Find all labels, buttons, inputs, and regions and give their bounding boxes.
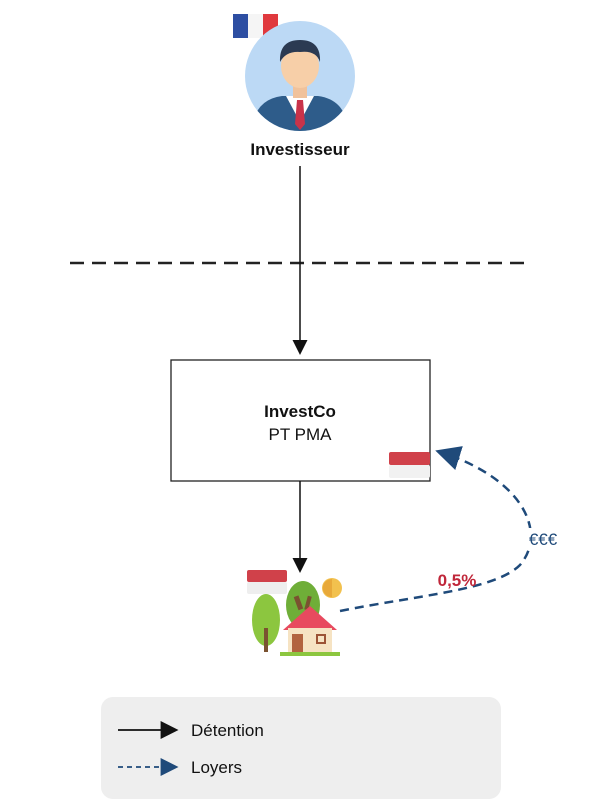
legend-detention-label: Détention [191,721,264,740]
house-with-trees-icon [252,578,342,656]
france-flag-icon [233,14,278,38]
currency-flow-label: €€€ [529,530,558,549]
investor-avatar-icon [245,21,355,131]
currency-label-bg [520,528,566,550]
loyers-flow-arrow [339,446,532,613]
indonesia-flag-icon [389,452,430,478]
investco-type: PT PMA [269,425,333,444]
investco-box [170,359,431,482]
indonesia-flag-property-icon [247,570,287,594]
rate-label: 0,5% [438,571,477,590]
investor-label: Investisseur [250,140,350,159]
legend-box [101,697,501,799]
legend-loyers-label: Loyers [191,758,242,777]
investco-name: InvestCo [264,402,336,421]
